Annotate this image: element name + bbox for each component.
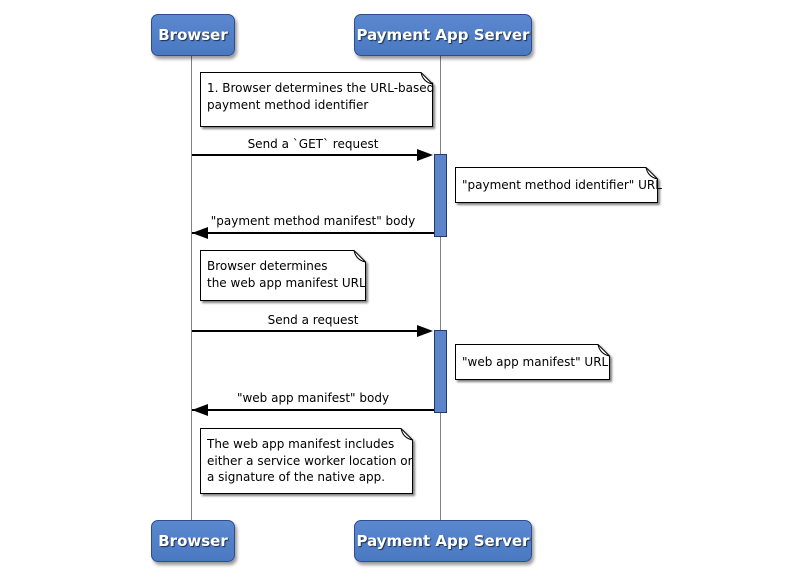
actor-box-browser-top: Browser [151, 14, 235, 56]
note-line: the web app manifest URL [207, 275, 366, 290]
note-line: either a service worker location or [207, 453, 413, 468]
message-label-send-request: Send a request [267, 313, 359, 327]
note-line: "web app manifest" URL [462, 355, 609, 369]
note-shape [455, 344, 610, 380]
actor-box-server-bottom: Payment App Server [354, 520, 532, 562]
activation-bar-server-2 [434, 330, 447, 413]
note-shape [200, 72, 433, 127]
note-determine-web-app-manifest-url: Browser determines the web app manifest … [200, 250, 366, 301]
arrowhead-right-icon [417, 149, 433, 161]
message-arrow-pmm-body [192, 232, 434, 234]
note-line: "payment method identifier" URL [462, 178, 662, 192]
note-text: Browser determines the web app manifest … [200, 250, 366, 291]
actor-box-browser-bottom: Browser [151, 520, 235, 562]
note-line: payment method identifier [207, 97, 369, 112]
note-web-app-manifest-contents: The web app manifest includes either a s… [200, 428, 413, 494]
actor-label-browser: Browser [158, 26, 228, 44]
lifeline-browser [191, 55, 192, 521]
note-shape [455, 167, 658, 203]
note-determine-payment-method-id: 1. Browser determines the URL-based paym… [200, 72, 435, 127]
message-label-get-request: Send a `GET` request [247, 137, 379, 151]
note-line: The web app manifest includes [207, 437, 395, 451]
note-text: The web app manifest includes either a s… [200, 428, 413, 486]
activation-bar-server-1 [434, 154, 447, 237]
actor-label-server: Payment App Server [356, 532, 530, 550]
message-label-wam-body: "web app manifest" body [236, 391, 390, 405]
note-text: "payment method identifier" URL [455, 167, 662, 194]
arrowhead-left-icon [192, 227, 208, 239]
note-shape [200, 428, 413, 494]
lifeline-server [440, 55, 441, 521]
actor-label-server: Payment App Server [356, 26, 530, 44]
note-shape [200, 250, 366, 301]
note-line: Browser determines [207, 259, 328, 273]
note-line: 1. Browser determines the URL-based [207, 81, 435, 95]
note-text: 1. Browser determines the URL-based paym… [200, 72, 435, 113]
arrowhead-right-icon [417, 325, 433, 337]
message-arrow-send-request [192, 330, 422, 332]
note-line: a signature of the native app. [207, 470, 386, 484]
note-payment-method-identifier-url: "payment method identifier" URL [455, 167, 662, 203]
note-web-app-manifest-url: "web app manifest" URL [455, 344, 610, 380]
note-text: "web app manifest" URL [455, 344, 610, 371]
message-arrow-wam-body [192, 409, 434, 411]
arrowhead-left-icon [192, 404, 208, 416]
actor-label-browser: Browser [158, 532, 228, 550]
message-label-pmm-body: "payment method manifest" body [210, 214, 416, 228]
message-arrow-get-request [192, 154, 422, 156]
actor-box-server-top: Payment App Server [354, 14, 532, 56]
